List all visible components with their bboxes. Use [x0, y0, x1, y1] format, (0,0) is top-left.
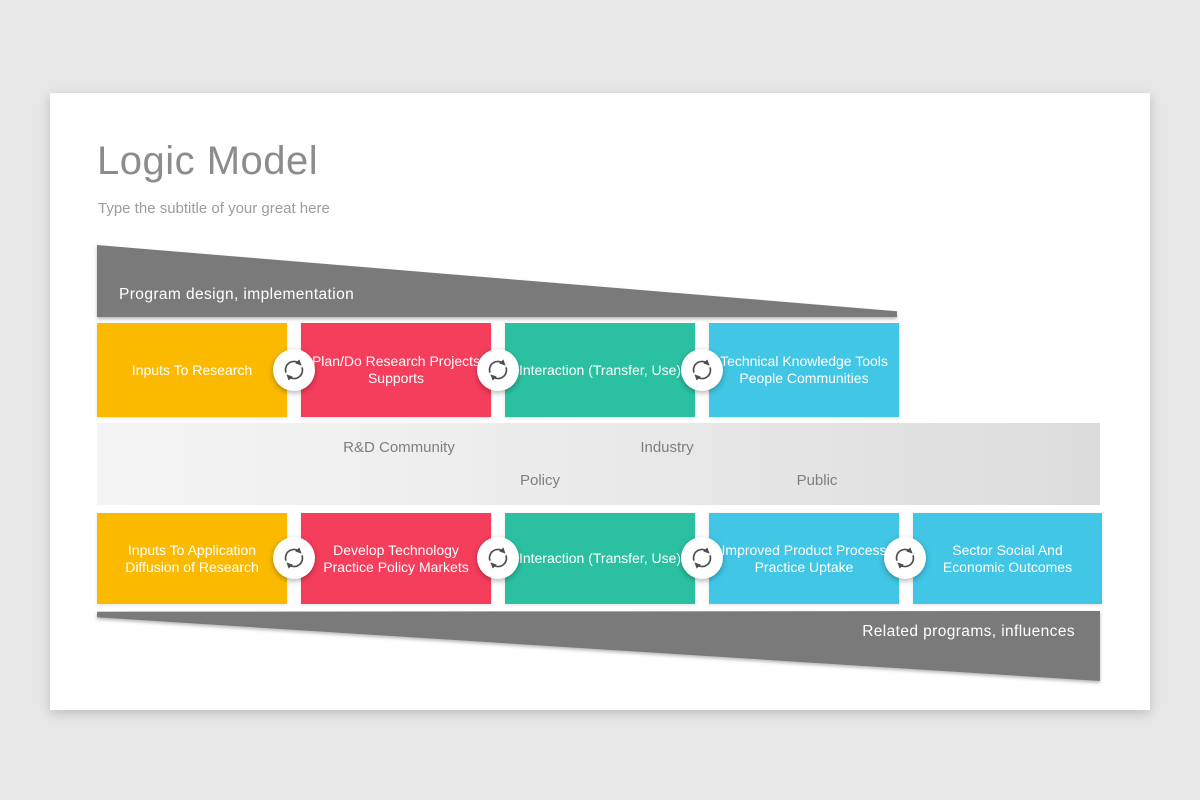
- sync-arrows-icon: [273, 349, 315, 391]
- band-label-policy: Policy: [519, 472, 561, 489]
- top-banner-label: Program design, implementation: [119, 286, 355, 303]
- flow-box-interaction-bottom: Interaction (Transfer, Use): [505, 513, 695, 604]
- bottom-banner-wedge: Related programs, influences: [97, 611, 1100, 681]
- flow-box-develop-technology: Develop Technology Practice Policy Marke…: [301, 513, 491, 604]
- stakeholder-band: R&D Community Industry Policy Public: [97, 423, 1100, 505]
- band-label-industry: Industry: [640, 439, 694, 456]
- bottom-banner-shape: Related programs, influences: [97, 611, 1100, 681]
- top-banner-shape: Program design, implementation: [97, 245, 897, 317]
- sync-arrows-icon: [477, 349, 519, 391]
- flow-box-inputs-to-application: Inputs To Application Diffusion of Resea…: [97, 513, 287, 604]
- flow-box-technical-knowledge: Technical Knowledge Tools People Communi…: [709, 323, 899, 417]
- page-title: Logic Model: [97, 139, 319, 183]
- band-label-public: Public: [796, 472, 838, 489]
- slide: Logic Model Type the subtitle of your gr…: [50, 93, 1150, 710]
- page-subtitle: Type the subtitle of your great here: [98, 200, 330, 217]
- sync-arrows-icon: [884, 537, 926, 579]
- flow-box-interaction-top: Interaction (Transfer, Use): [505, 323, 695, 417]
- flow-box-improved-product: Improved Product Process Practice Uptake: [709, 513, 899, 604]
- sync-arrows-icon: [681, 349, 723, 391]
- application-flow-row: Inputs To Application Diffusion of Resea…: [97, 513, 1102, 604]
- research-flow-row: Inputs To Research Plan/Do Research Proj…: [97, 323, 899, 417]
- flow-box-sector-outcomes: Sector Social And Economic Outcomes: [913, 513, 1102, 604]
- band-label-rd-community: R&D Community: [343, 439, 455, 456]
- sync-arrows-icon: [273, 537, 315, 579]
- bottom-banner-label: Related programs, influences: [862, 623, 1075, 640]
- top-banner-wedge: Program design, implementation: [97, 245, 897, 317]
- flow-box-inputs-to-research: Inputs To Research: [97, 323, 287, 417]
- flow-box-plan-do-research: Plan/Do Research Projects Supports: [301, 323, 491, 417]
- sync-arrows-icon: [477, 537, 519, 579]
- sync-arrows-icon: [681, 537, 723, 579]
